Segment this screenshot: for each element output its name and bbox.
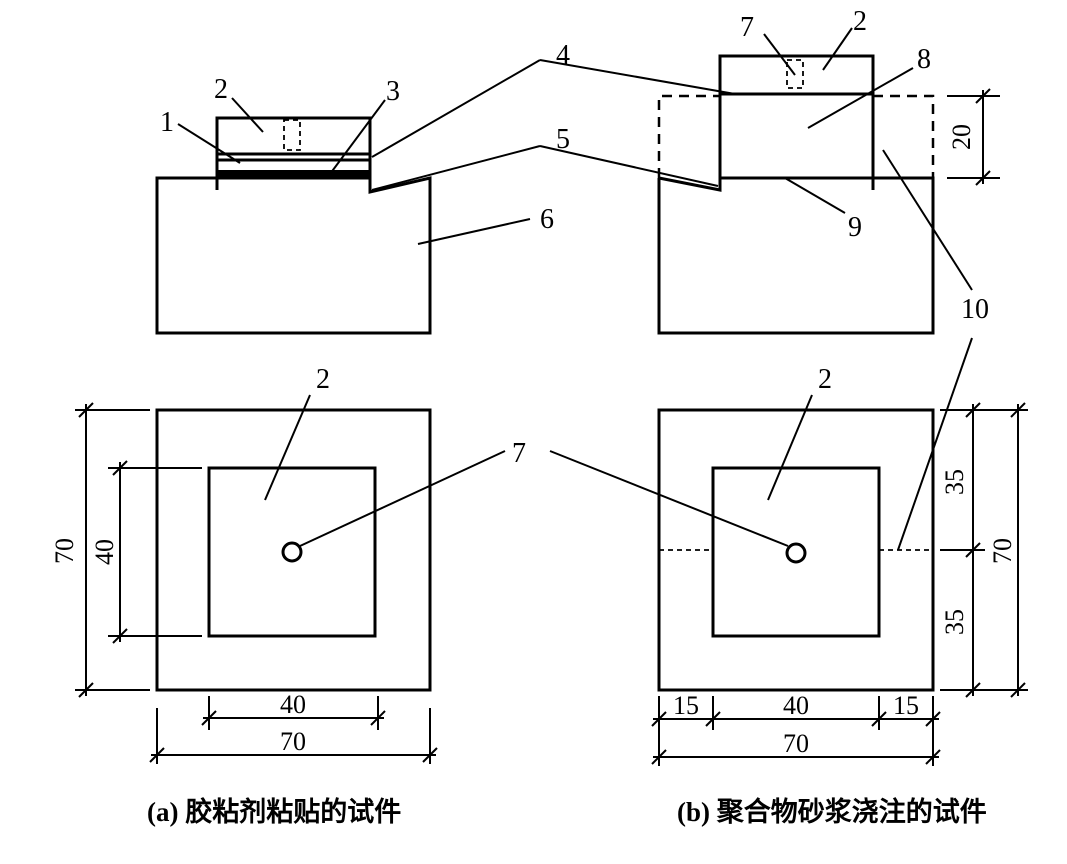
label-2-plan-b: 2 — [818, 364, 832, 395]
dim-20: 20 — [947, 124, 976, 150]
bolt-hole-dashed-a — [283, 119, 301, 151]
outer-square-a — [155, 408, 432, 692]
steel-block-b — [718, 54, 875, 96]
concrete-block-a — [155, 176, 432, 335]
caption-a: (a) 胶粘剂粘贴的试件 — [147, 796, 401, 827]
dim-70-right: 70 — [988, 538, 1017, 564]
label-5: 5 — [556, 124, 570, 155]
concrete-block-b — [657, 176, 935, 335]
bolt-circle-b — [785, 542, 807, 564]
dim-70-bottom-a: 70 — [280, 727, 306, 756]
caption-b: (b) 聚合物砂浆浇注的试件 — [677, 796, 987, 827]
dim-15-right: 15 — [893, 691, 919, 720]
label-9: 9 — [848, 212, 862, 243]
dim-40-bottom-b: 40 — [783, 691, 809, 720]
label-1: 1 — [160, 107, 174, 138]
elevation-b: 20 7 2 8 9 10 — [539, 6, 1000, 335]
plan-b: 2 35 35 70 15 40 15 70 — [549, 337, 1028, 766]
label-2: 2 — [214, 74, 228, 105]
label-7-elev: 7 — [740, 12, 754, 43]
label-10: 10 — [961, 294, 989, 325]
bolt-circle-a — [281, 541, 303, 563]
label-3: 3 — [386, 76, 400, 107]
plan-a: 2 70 40 40 70 — [50, 364, 506, 764]
dim-70-bottom-b: 70 — [783, 729, 809, 758]
mortar-block-b — [718, 92, 875, 180]
label-4: 4 — [556, 40, 570, 71]
label-2-plan-a: 2 — [316, 364, 330, 395]
bolt-hole-dashed-b — [786, 59, 804, 89]
inner-square-b — [711, 466, 881, 638]
bond-layer-a — [217, 170, 370, 178]
dim-15-left: 15 — [673, 691, 699, 720]
dim-40-left: 40 — [90, 539, 119, 565]
dim-70-left: 70 — [50, 538, 79, 564]
elevation-a: 2 1 3 — [155, 59, 541, 335]
dim-35-bottom: 35 — [940, 609, 969, 635]
dim-35-top: 35 — [940, 469, 969, 495]
label-6: 6 — [540, 204, 554, 235]
label-2-elev: 2 — [853, 6, 867, 37]
label-7: 7 — [512, 438, 526, 469]
label-8: 8 — [917, 44, 931, 75]
dim-40-bottom: 40 — [280, 690, 306, 719]
formwork-dashed-b — [657, 94, 935, 178]
inner-square-a — [207, 466, 377, 638]
steel-block-a — [215, 116, 372, 156]
